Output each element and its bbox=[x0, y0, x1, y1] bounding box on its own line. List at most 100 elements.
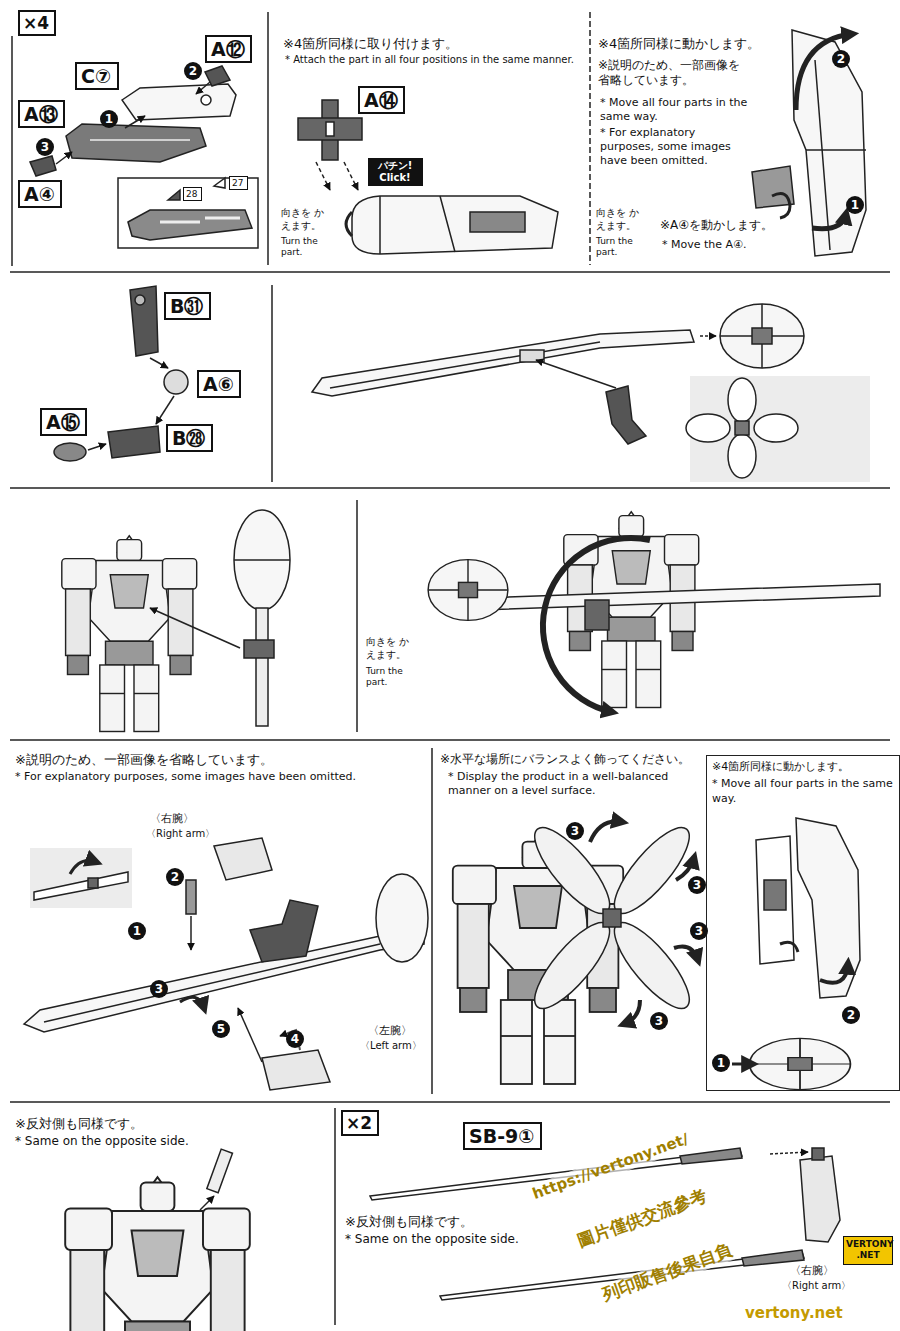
node-text: パチン! Click! bbox=[372, 160, 418, 184]
figure-drawing bbox=[820, 964, 848, 983]
watermark-logo: VERTONY .NET bbox=[843, 1236, 893, 1265]
figure-drawing bbox=[603, 909, 621, 927]
panel-rule bbox=[334, 1108, 336, 1325]
figure-drawing bbox=[732, 1063, 752, 1066]
node-text: A⑫ bbox=[211, 37, 246, 61]
part-label: A⑭ bbox=[358, 86, 405, 114]
node-text: A⑥ bbox=[203, 372, 235, 396]
part-drawing bbox=[160, 221, 200, 224]
callout-number: 3 bbox=[690, 922, 708, 940]
instruction-note: * Move all four parts in the same way. bbox=[600, 96, 750, 124]
part-drawing bbox=[66, 124, 206, 162]
figure-drawing bbox=[732, 818, 860, 1090]
node-text: A⑭ bbox=[364, 88, 399, 112]
node-text: C⑦ bbox=[81, 64, 113, 88]
part-drawing bbox=[214, 178, 225, 188]
panel-rule bbox=[10, 1101, 890, 1103]
figure-drawing bbox=[24, 838, 428, 1090]
instruction-note: ※説明のため、一部画像を省略しています。 bbox=[15, 752, 273, 768]
instruction-note: ※4箇所同様に取り付けます。 bbox=[283, 36, 458, 52]
panel-rule bbox=[356, 500, 358, 732]
instruction-note: Turn the part. bbox=[596, 236, 646, 259]
part-drawing bbox=[806, 60, 866, 250]
callout-number: 2 bbox=[184, 62, 202, 80]
instruction-note: Turn the part. bbox=[281, 236, 337, 259]
part-drawing bbox=[470, 212, 525, 232]
part-drawing bbox=[108, 426, 160, 458]
figure-drawing bbox=[796, 818, 860, 998]
callout-number: 3 bbox=[150, 980, 168, 998]
figure-drawing bbox=[234, 559, 290, 561]
figure-drawing bbox=[262, 1050, 330, 1090]
panel-rule bbox=[431, 748, 433, 1094]
figure-drawing bbox=[780, 942, 798, 952]
part-label: A⑫ bbox=[205, 35, 252, 63]
figure-drawing bbox=[750, 1038, 851, 1089]
figure-drawing bbox=[453, 818, 701, 1084]
figure-drawing bbox=[250, 900, 318, 962]
part-drawing bbox=[735, 421, 749, 435]
watermark: 列印販售後果自負 bbox=[600, 1239, 735, 1305]
figure-drawing bbox=[812, 1148, 824, 1160]
node-text: 28 bbox=[186, 188, 199, 200]
figure-drawing bbox=[65, 1148, 840, 1331]
part-drawing bbox=[156, 396, 174, 424]
callout-number: 5 bbox=[212, 1020, 230, 1038]
instruction-note: * Attach the part in all four positions … bbox=[285, 54, 580, 67]
part-drawing bbox=[796, 34, 852, 110]
quantity-box: ×2 bbox=[341, 1110, 379, 1136]
figure-drawing bbox=[742, 1250, 804, 1266]
callout-number: 1 bbox=[712, 1054, 730, 1072]
callout-number: 4 bbox=[286, 1030, 304, 1048]
part-drawing bbox=[330, 342, 600, 388]
figure-drawing bbox=[186, 880, 196, 914]
figure-drawing bbox=[256, 608, 268, 726]
part-drawing bbox=[56, 152, 72, 164]
node-text: ※4箇所同様に動かします。 bbox=[712, 760, 894, 774]
figure-drawing bbox=[590, 821, 622, 842]
figure-drawing bbox=[428, 560, 508, 621]
figure-drawing bbox=[764, 880, 786, 910]
part-drawing bbox=[352, 196, 558, 254]
figure-drawing bbox=[603, 913, 700, 1019]
figure-drawing bbox=[62, 510, 880, 732]
instruction-note: Turn the part. bbox=[366, 666, 416, 689]
part-drawing bbox=[686, 414, 730, 442]
panel-rule bbox=[10, 12, 890, 1325]
part-drawing bbox=[728, 434, 756, 478]
arm-label: 〈右腕〉 bbox=[790, 1264, 834, 1278]
instruction-note: * For explanatory purposes, some images … bbox=[600, 126, 750, 167]
part-drawing bbox=[728, 378, 756, 422]
callout-number: 3 bbox=[688, 876, 706, 894]
node-text: SB-9① bbox=[469, 1124, 536, 1148]
part-drawing bbox=[720, 304, 804, 368]
part-drawing bbox=[346, 212, 352, 236]
instruction-note: * For explanatory purposes, some images … bbox=[15, 770, 356, 784]
part-drawing bbox=[754, 414, 798, 442]
arm-label: 〈左腕〉 bbox=[368, 1024, 412, 1038]
figure-drawing bbox=[24, 930, 424, 1032]
instruction-note: * Move the A④. bbox=[662, 238, 746, 252]
part-drawing bbox=[686, 378, 798, 478]
figure-drawing bbox=[62, 536, 197, 732]
figure-drawing bbox=[480, 584, 880, 610]
figure-drawing bbox=[190, 916, 192, 950]
watermark: vertony.net bbox=[745, 1304, 843, 1323]
instruction-note: * Same on the opposite side. bbox=[15, 1134, 189, 1149]
figure-drawing bbox=[800, 1156, 840, 1242]
figure-drawing bbox=[680, 1148, 742, 1164]
node-text: B㉛ bbox=[170, 294, 205, 318]
figure-drawing bbox=[543, 538, 650, 712]
callout-number: 3 bbox=[36, 138, 54, 156]
part-drawing bbox=[88, 444, 106, 450]
part-drawing bbox=[606, 386, 646, 444]
part-drawing bbox=[54, 286, 870, 482]
figure-drawing bbox=[44, 944, 380, 1022]
figure-drawing bbox=[234, 510, 290, 610]
part-drawing bbox=[122, 84, 236, 120]
figure-drawing bbox=[585, 600, 609, 630]
click-badge: パチン! Click! bbox=[368, 158, 423, 186]
inset-panel: ※4箇所同様に動かします。* Move all four parts in th… bbox=[706, 755, 900, 1091]
part-label: C⑦ bbox=[75, 62, 119, 90]
